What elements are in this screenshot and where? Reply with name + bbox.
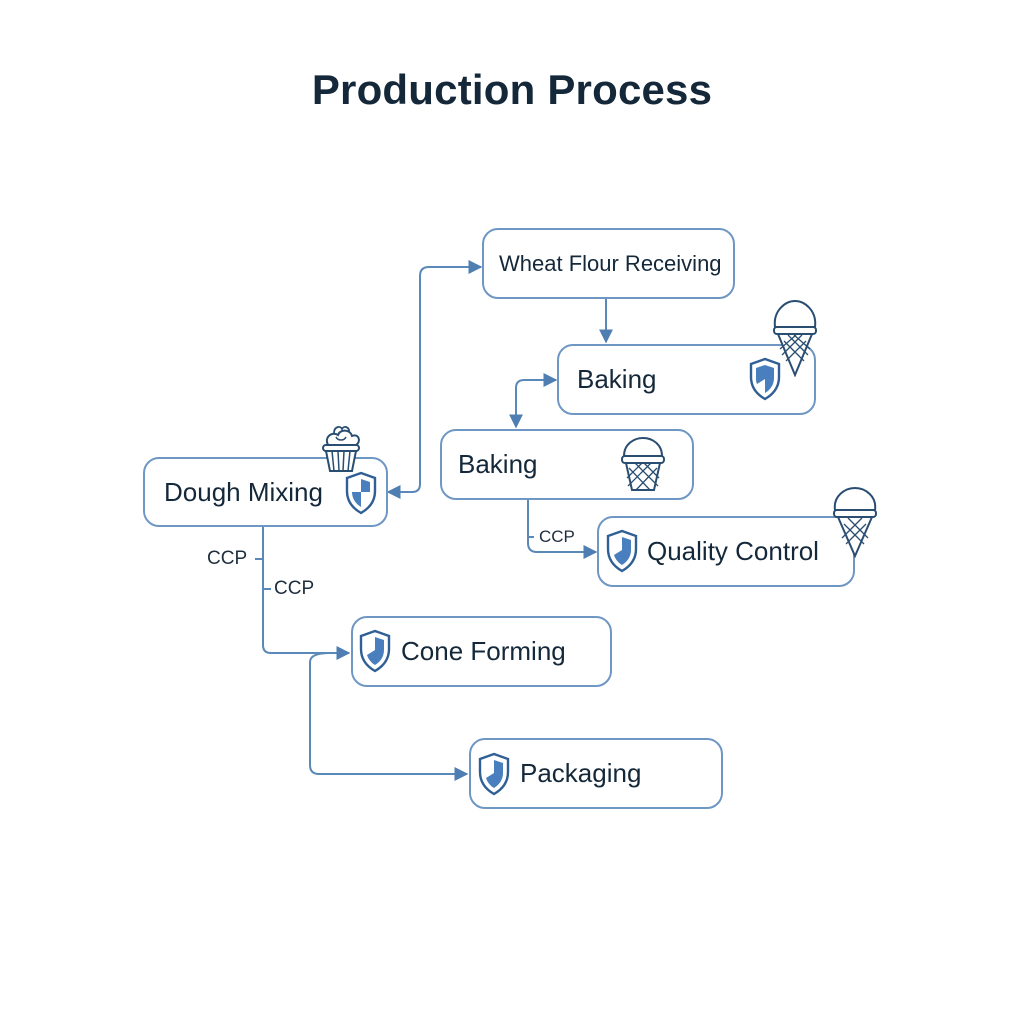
node-label: Baking	[458, 449, 538, 479]
shield-icon	[345, 471, 377, 515]
ice-cream-cone-icon	[621, 436, 665, 491]
connector-dough-to-cone-forming	[262, 527, 351, 660]
shield-icon	[359, 629, 391, 673]
page-title: Production Process	[311, 66, 713, 113]
node-label: Wheat Flour Receiving	[499, 250, 722, 276]
shield-icon	[749, 357, 781, 401]
node-label: Cone Forming	[401, 636, 566, 666]
ccp-label: CCP	[207, 548, 248, 569]
cupcake-icon	[322, 426, 360, 472]
ccp-label: CCP	[539, 527, 575, 546]
shield-icon	[606, 529, 638, 573]
connector-cone-forming-to-packaging	[309, 652, 469, 781]
node-label: Dough Mixing	[164, 476, 323, 507]
connector-baking-to-qc	[527, 500, 598, 559]
node-label: Quality Control	[647, 536, 819, 566]
ccp-label: CCP	[274, 578, 315, 599]
shield-icon	[478, 752, 510, 796]
connector-dough-to-wheat	[386, 260, 483, 499]
node-cone-forming[interactable]: Cone Forming	[351, 616, 612, 687]
ice-cream-cone-icon	[773, 299, 817, 377]
node-quality-control[interactable]: Quality Control	[597, 516, 855, 587]
connector-baking-to-baking	[509, 373, 558, 429]
ice-cream-cone-icon	[833, 486, 877, 558]
node-packaging[interactable]: Packaging	[469, 738, 723, 809]
node-label: Packaging	[520, 758, 642, 788]
node-wheat-flour-receiving[interactable]: Wheat Flour Receiving	[482, 228, 735, 299]
node-label: Baking	[577, 364, 657, 394]
